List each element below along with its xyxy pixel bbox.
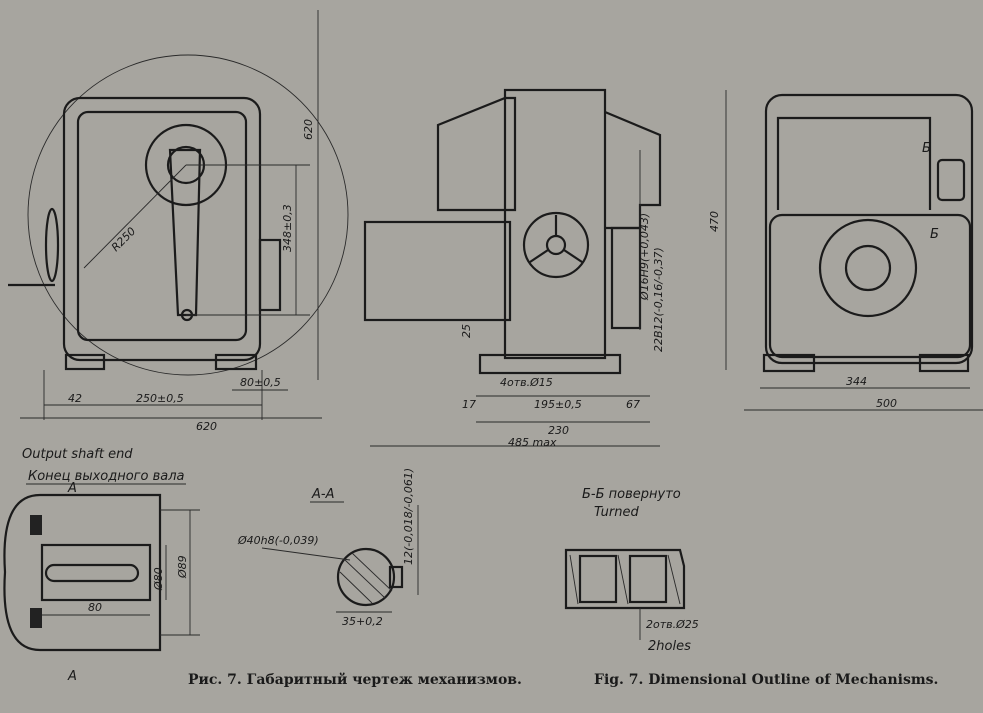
output-shaft: [610, 226, 642, 330]
key-slot: [388, 565, 404, 589]
caption-en: Fig. 7. Dimensional Outline of Mechanism…: [594, 672, 938, 688]
section-mark-a-bottom: А: [67, 669, 77, 684]
rear-foot-right: [918, 353, 970, 373]
rear-big-circle: [818, 218, 918, 318]
main-body: [503, 88, 607, 360]
dim-250: 250±0,5: [136, 392, 184, 405]
hand-lever: [168, 148, 202, 317]
dim-r250: R250: [109, 225, 138, 254]
rear-foot-left: [762, 353, 816, 373]
motor-block: [363, 220, 512, 322]
side-handwheel-hub: [545, 234, 567, 256]
shaft-keyway: [44, 563, 140, 583]
hatch-2: [351, 552, 393, 592]
hatch-b2: [617, 554, 629, 605]
dim-80: 80±0,5: [240, 376, 281, 389]
shaft-flange: [3, 493, 162, 652]
rear-handle-frame: [776, 116, 932, 210]
foot-right: [214, 353, 258, 371]
dim-67: 67: [626, 398, 640, 411]
section-b-b-title: Б-Б повернуто: [582, 487, 681, 502]
rear-plug: [936, 158, 966, 202]
dim-80-length: 80: [88, 601, 102, 614]
dim-holes: 4отв.Ø15: [500, 376, 553, 389]
hatch-b1: [569, 554, 579, 605]
dim-470: 470: [708, 211, 721, 232]
section-a-a-title: А-А: [311, 487, 334, 502]
dim-35: 35+0,2: [342, 615, 383, 628]
foot-left: [64, 353, 106, 371]
handwheel: [44, 207, 60, 283]
base-plate: [478, 353, 622, 375]
spoke-3: [563, 249, 583, 263]
section-a-a: А-А Ø40h8(-0,039) 12(-0,018/-0,061) 35+0…: [237, 468, 419, 628]
caption-ru: Рис. 7. Габаритный чертеж механизмов.: [188, 671, 522, 688]
dim-d80: Ø80: [152, 567, 165, 591]
housing-cover: [76, 110, 248, 342]
hatch-b3: [667, 554, 681, 605]
output-shaft-label-ru: Конец выходного вала: [28, 469, 185, 484]
dim-500: 500: [876, 397, 897, 410]
dim-344: 344: [846, 375, 867, 388]
hole-1: [578, 554, 618, 604]
housing-outline: [62, 96, 262, 362]
dim-12: 12(-0,018/-0,061): [402, 468, 415, 565]
dim-620-horizontal: 620: [196, 420, 217, 433]
rear-view: 470 344 500 Б Б: [708, 90, 983, 411]
radius-line: [83, 164, 187, 269]
bearing-bottom: [30, 608, 42, 628]
shaft-body: [40, 543, 152, 602]
front-view: 620 R250 348±0,3 80±0,5 42 250±0,5 620: [8, 10, 349, 433]
dim-620-vertical: 620: [302, 119, 315, 140]
dim-25: 25: [460, 324, 473, 338]
swing-radius-circle: [27, 54, 349, 376]
dim-holes-25: 2отв.Ø25: [646, 618, 699, 631]
two-holes-label: 2holes: [648, 639, 691, 654]
plug-body-section: [564, 548, 686, 610]
section-mark-b-bottom: Б: [930, 227, 939, 242]
spoke-2: [529, 249, 549, 263]
dim-348: 348±0,3: [281, 204, 294, 252]
rear-small-circle: [844, 244, 892, 292]
rear-lower-box: [768, 213, 972, 359]
dim-42: 42: [68, 392, 82, 405]
dim-230: 230: [548, 424, 569, 437]
dim-195: 195±0,5: [534, 398, 582, 411]
hatch-3: [339, 571, 373, 604]
hatch-1: [344, 559, 386, 599]
dim-17: 17: [462, 398, 476, 411]
shaft-section-circle: [336, 547, 396, 607]
side-box: [258, 238, 282, 312]
output-shaft-view: Output shaft end Конец выходного вала А …: [3, 447, 200, 684]
dim-d89: Ø89: [176, 555, 189, 579]
dim-22: 22В12(-0,16/-0,37): [652, 247, 665, 352]
rear-cap: [604, 110, 662, 230]
dim-16h9: Ø16H9(+0,043): [638, 213, 651, 301]
rear-housing: [764, 93, 974, 365]
section-b-b: Б-Б повернуто Turned 2отв.Ø25 2holes: [564, 487, 699, 654]
dim-d40: Ø40h8(-0,039): [237, 534, 319, 547]
top-box: [436, 96, 517, 212]
d40-leader: [261, 547, 351, 561]
side-view: 25 4отв.Ø15 17 195±0,5 67 230 485 max Ø1…: [363, 88, 665, 449]
hole-2: [628, 554, 668, 604]
dim-485: 485 max: [508, 436, 557, 449]
side-handwheel: [522, 211, 590, 279]
output-shaft-label-en: Output shaft end: [22, 447, 133, 462]
section-mark-b-top: Б: [922, 141, 931, 156]
section-mark-a-top: А: [67, 481, 77, 496]
section-b-b-turned: Turned: [594, 505, 639, 520]
bearing-top: [30, 515, 42, 535]
